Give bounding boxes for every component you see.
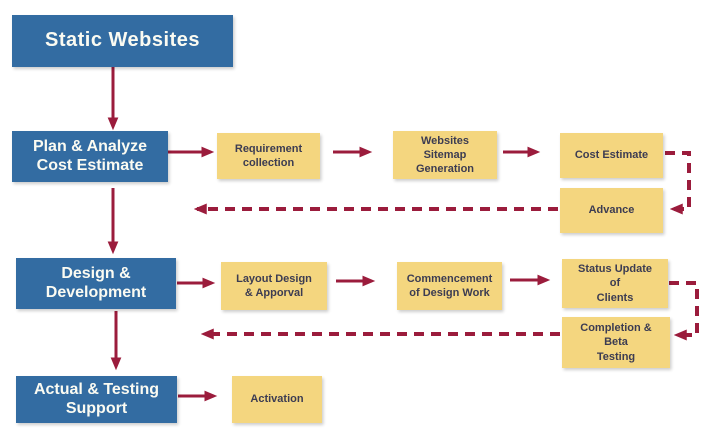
node-websites-sitemap: Websites Sitemap Generation <box>393 131 497 179</box>
node-requirement-collection: Requirement collection <box>217 133 320 179</box>
node-design-development: Design & Development <box>16 258 176 309</box>
node-status-update: Status Update of Clients <box>562 259 668 308</box>
node-commencement: Commencement of Design Work <box>397 262 502 310</box>
node-static-websites: Static Websites <box>12 15 233 67</box>
node-layout-design: Layout Design & Apporval <box>221 262 327 310</box>
node-plan-analyze: Plan & Analyze Cost Estimate <box>12 131 168 182</box>
edge-cost-to-advance <box>665 151 691 215</box>
node-cost-estimate: Cost Estimate <box>560 133 663 178</box>
node-activation: Activation <box>232 376 322 423</box>
node-completion-beta: Completion & Beta Testing <box>562 317 670 368</box>
node-advance: Advance <box>560 188 663 233</box>
edge-status-to-completion <box>669 281 699 341</box>
node-actual-testing: Actual & Testing Support <box>16 376 177 423</box>
